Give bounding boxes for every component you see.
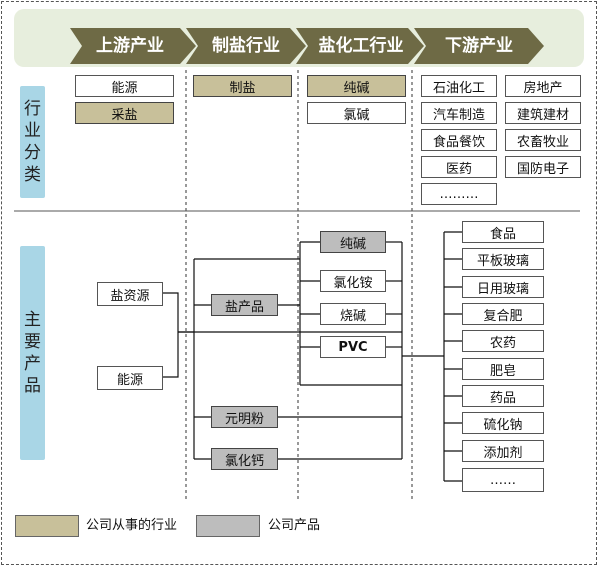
- chevron-chemical: [296, 28, 424, 64]
- industry-energy: 能源: [75, 75, 174, 97]
- legend-industry-label: 公司从事的行业: [86, 518, 178, 533]
- product-salt: 盐产品: [211, 294, 278, 316]
- section-label-char: 品: [24, 376, 41, 396]
- downstream-flat-glass: 平板玻璃: [462, 248, 544, 270]
- product-caustic-soda: 烧碱: [320, 303, 386, 325]
- legend-product-swatch: [196, 515, 260, 537]
- industry-auto: 汽车制造: [421, 102, 497, 124]
- downstream-daily-glass: 日用玻璃: [462, 276, 544, 298]
- chevron-downstream: [414, 28, 544, 64]
- section-label-products: 主 要 产 品: [20, 246, 45, 460]
- product-pvc: PVC: [320, 336, 386, 358]
- industry-real-estate: 房地产: [505, 75, 581, 97]
- chevron-salt: [186, 28, 306, 64]
- industry-salt-making: 制盐: [193, 75, 292, 97]
- downstream-more: ……: [462, 468, 544, 492]
- stage-downstream: 下游产业: [445, 36, 513, 56]
- downstream-medicine: 药品: [462, 385, 544, 407]
- downstream-compound-fertilizer: 复合肥: [462, 303, 544, 325]
- industry-construction: 建筑建材: [505, 102, 581, 124]
- downstream-sodium-sulfide: 硫化钠: [462, 412, 544, 434]
- section-label-char: 产: [24, 354, 41, 374]
- downstream-soap: 肥皂: [462, 358, 544, 380]
- section-label-char: 要: [24, 332, 41, 352]
- industry-food: 食品餐饮: [421, 129, 497, 151]
- stage-salt: 制盐行业: [212, 36, 280, 56]
- downstream-food: 食品: [462, 221, 544, 243]
- industry-soda-ash: 纯碱: [307, 75, 406, 97]
- industry-chlor-alkali: 氯碱: [307, 102, 406, 124]
- industry-more: ………: [421, 183, 497, 205]
- legend-industry-swatch: [15, 515, 79, 537]
- stage-upstream: 上游产业: [96, 36, 164, 56]
- section-label-industry: 行 业 分 类: [20, 86, 45, 198]
- product-salt-resource: 盐资源: [97, 282, 163, 306]
- industry-defense: 国防电子: [505, 156, 581, 178]
- product-energy: 能源: [97, 366, 163, 390]
- industry-salt-mining: 采盐: [75, 102, 174, 124]
- stage-chemical: 盐化工行业: [318, 36, 404, 56]
- chevron-upstream: [70, 28, 196, 64]
- downstream-pesticide: 农药: [462, 330, 544, 352]
- product-calcium-chloride: 氯化钙: [211, 448, 278, 470]
- product-ammonium-chloride: 氯化铵: [320, 270, 386, 292]
- industry-petrochemical: 石油化工: [421, 75, 497, 97]
- section-label-char: 行: [24, 99, 41, 119]
- product-sodium-sulfate: 元明粉: [211, 406, 278, 428]
- industry-medicine: 医药: [421, 156, 497, 178]
- section-label-char: 业: [24, 121, 41, 141]
- industry-agriculture: 农畜牧业: [505, 129, 581, 151]
- downstream-additive: 添加剂: [462, 440, 544, 462]
- section-label-char: 类: [24, 165, 41, 185]
- product-soda-ash: 纯碱: [320, 231, 386, 253]
- connector: [163, 292, 179, 378]
- section-label-char: 主: [24, 310, 41, 330]
- legend-product-label: 公司产品: [268, 518, 321, 533]
- section-label-char: 分: [24, 143, 41, 163]
